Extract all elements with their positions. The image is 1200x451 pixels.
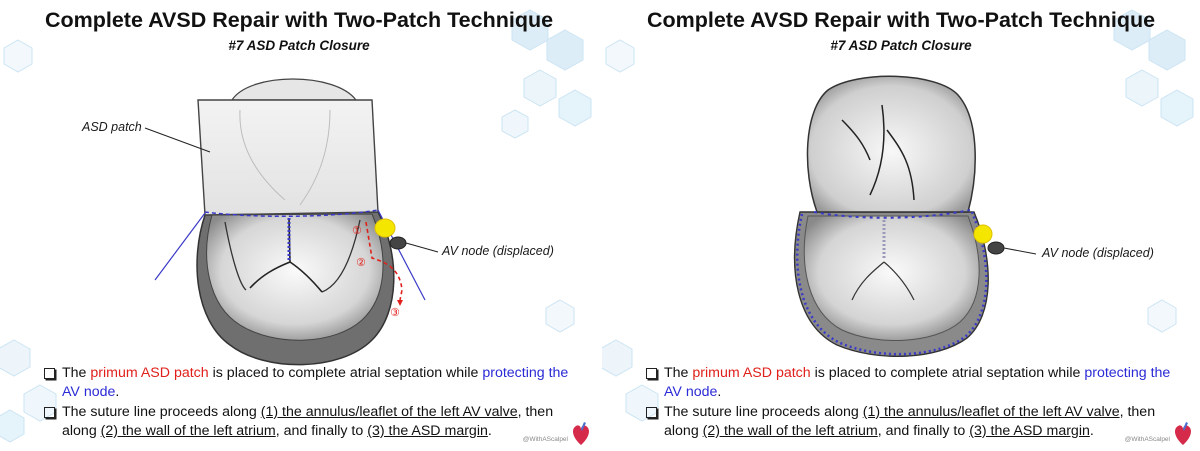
bullet-item: The primum ASD patch is placed to comple… <box>42 364 582 402</box>
asd-patch-illustration: ① ② ③ <box>144 78 439 366</box>
asd-patch-label: ASD patch <box>82 120 142 134</box>
checkbox-bullet-icon <box>646 368 657 379</box>
bullet-item: The primum ASD patch is placed to comple… <box>644 364 1184 402</box>
heart-logo-icon <box>573 422 589 445</box>
heart-logo-icon <box>1175 422 1191 445</box>
slide-title: Complete AVSD Repair with Two-Patch Tech… <box>44 8 554 32</box>
step1-marker: ① <box>352 224 362 237</box>
bullet-item: The suture line proceeds along (1) the a… <box>42 403 582 441</box>
step3-marker: ③ <box>390 306 400 319</box>
bullet-list: The primum ASD patch is placed to comple… <box>42 364 582 441</box>
checkbox-bullet-icon <box>646 407 657 418</box>
slide-left: Complete AVSD Repair with Two-Patch Tech… <box>0 0 598 451</box>
av-node-label: AV node (displaced) <box>442 244 554 258</box>
slide-subtitle: #7 ASD Patch Closure <box>830 38 972 53</box>
credit-handle: @WithAScalpel <box>522 436 568 443</box>
slide-subtitle: #7 ASD Patch Closure <box>228 38 370 53</box>
checkbox-bullet-icon <box>44 368 55 379</box>
checkbox-bullet-icon <box>44 407 55 418</box>
hexagon-background <box>0 9 592 443</box>
bullet-item: The suture line proceeds along (1) the a… <box>644 403 1184 441</box>
slide-right: Complete AVSD Repair with Two-Patch Tech… <box>602 0 1200 451</box>
hexagon-background <box>602 9 1194 422</box>
slide-title: Complete AVSD Repair with Two-Patch Tech… <box>646 8 1156 32</box>
credit-handle: @WithAScalpel <box>1124 436 1170 443</box>
bullet-list: The primum ASD patch is placed to comple… <box>644 364 1184 441</box>
av-node-label: AV node (displaced) <box>1042 246 1154 260</box>
asd-patch-illustration <box>794 75 1037 357</box>
step2-marker: ② <box>356 256 366 269</box>
slide-divider <box>598 0 602 451</box>
